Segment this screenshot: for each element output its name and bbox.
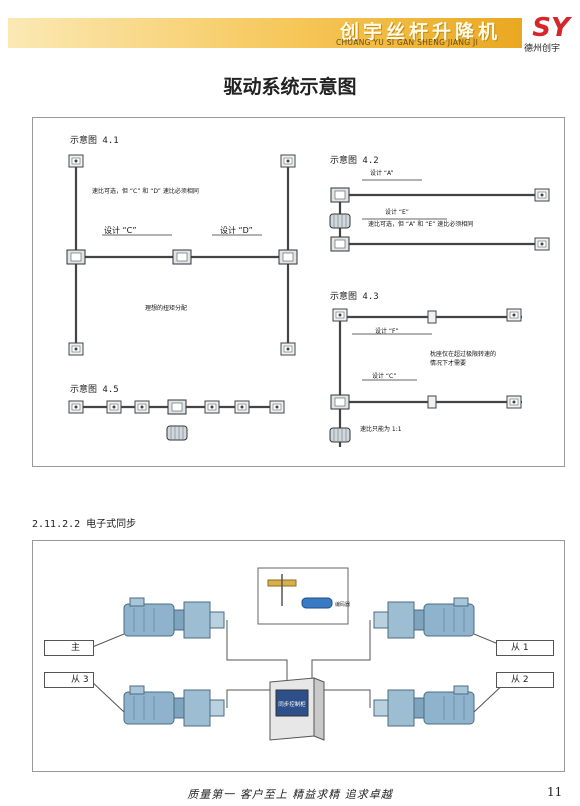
design-a-label: 设计 “A” <box>370 170 394 177</box>
limit-note-line1: 枕座仅在超过极限转速的 <box>430 351 497 358</box>
brand-name-cn: 创宇丝杆升降机 <box>340 21 502 43</box>
slave-2-label: 从 2 <box>496 672 554 688</box>
fig-4-1-note: 速比可选，但 “C” 和 “D” 速比必须相同 <box>92 188 199 195</box>
fig-4-5-label: 示意图 4.5 <box>70 385 119 395</box>
page-number: 11 <box>547 785 563 799</box>
design-c2-label: 设计 “C” <box>372 373 397 380</box>
encoder-label: 编码器 <box>335 601 350 608</box>
design-e-label: 设计 “E” <box>385 209 409 216</box>
fig-4-1-label: 示意图 4.1 <box>70 136 119 146</box>
fig-4-2-note: 速比可选，但 “A” 和 “E” 速比必须相同 <box>368 221 474 228</box>
fig-4-3-label: 示意图 4.3 <box>330 292 379 302</box>
brand-name-en: CHUANG YU SI GAN SHENG JIANG JI <box>336 38 479 47</box>
drive-schematic-drawing <box>66 154 550 447</box>
design-f-label: 设计 “F” <box>375 328 399 335</box>
master-label: 主 <box>44 640 94 656</box>
company-logo: SY <box>527 12 575 48</box>
section-heading: 2.11.2.2 电子式同步 <box>32 519 137 530</box>
electronic-sync-drawing: 同步控制柜 编码器 <box>89 567 509 741</box>
logo-letters: SY <box>532 13 573 43</box>
ratio-note: 速比只能为 1:1 <box>360 426 402 433</box>
fig-4-2-label: 示意图 4.2 <box>330 156 379 166</box>
design-c-label: 设计 “C” <box>104 226 137 235</box>
torque-note: 理想的扭矩分配 <box>145 305 188 312</box>
page-title: 驱动系统示意图 <box>223 76 357 98</box>
controller-label: 同步控制柜 <box>278 700 306 708</box>
design-d-label: 设计 “D” <box>220 226 253 235</box>
slave-1-label: 从 1 <box>496 640 554 656</box>
slave-3-label: 从 3 <box>44 672 94 688</box>
limit-note-line2: 情况下才需要 <box>430 360 467 367</box>
footer-motto: 质量第一 客户至上 精益求精 追求卓越 <box>187 788 393 801</box>
logo-text: 德州创宇 <box>524 44 561 54</box>
header-band <box>8 18 522 48</box>
